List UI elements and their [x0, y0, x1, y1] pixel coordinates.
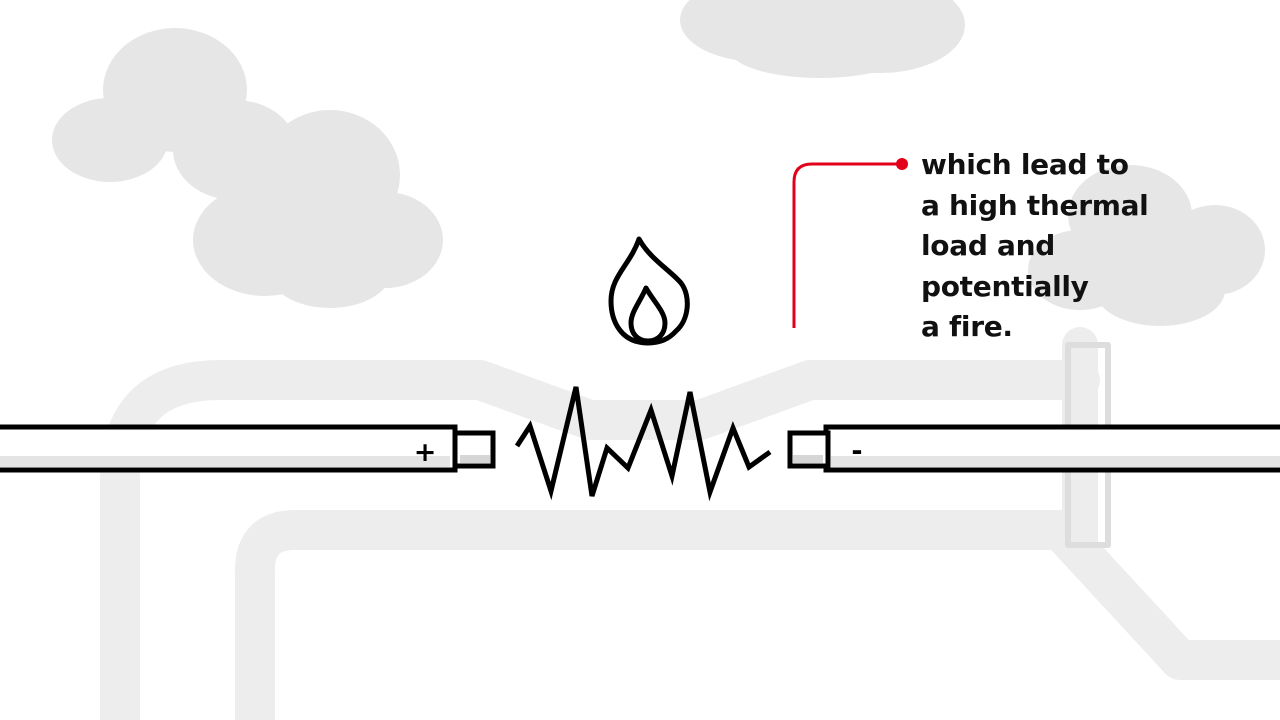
background-clouds [52, 0, 1265, 326]
negative-wire: - [787, 424, 1280, 473]
caption-text: which lead to a high thermal load and po… [921, 145, 1251, 348]
caption-line-4: potentially [921, 269, 1089, 303]
positive-terminal-label: + [414, 437, 437, 468]
flame-icon [608, 236, 690, 346]
caption-line-2: a high thermal [921, 188, 1149, 222]
spark-icon [514, 386, 772, 502]
background-pipe [100, 327, 1280, 720]
cloud-right [1028, 165, 1265, 326]
negative-terminal-label: - [851, 436, 862, 467]
positive-wire: + [0, 424, 496, 473]
cloud-left [52, 28, 443, 308]
caption-line-5: a fire. [921, 310, 1013, 343]
cloud-top [680, 0, 965, 78]
callout-connector [792, 158, 908, 328]
caption-line-1: which lead to [921, 148, 1129, 181]
callout-dot [896, 158, 908, 170]
caption-line-3: load and [921, 229, 1055, 262]
